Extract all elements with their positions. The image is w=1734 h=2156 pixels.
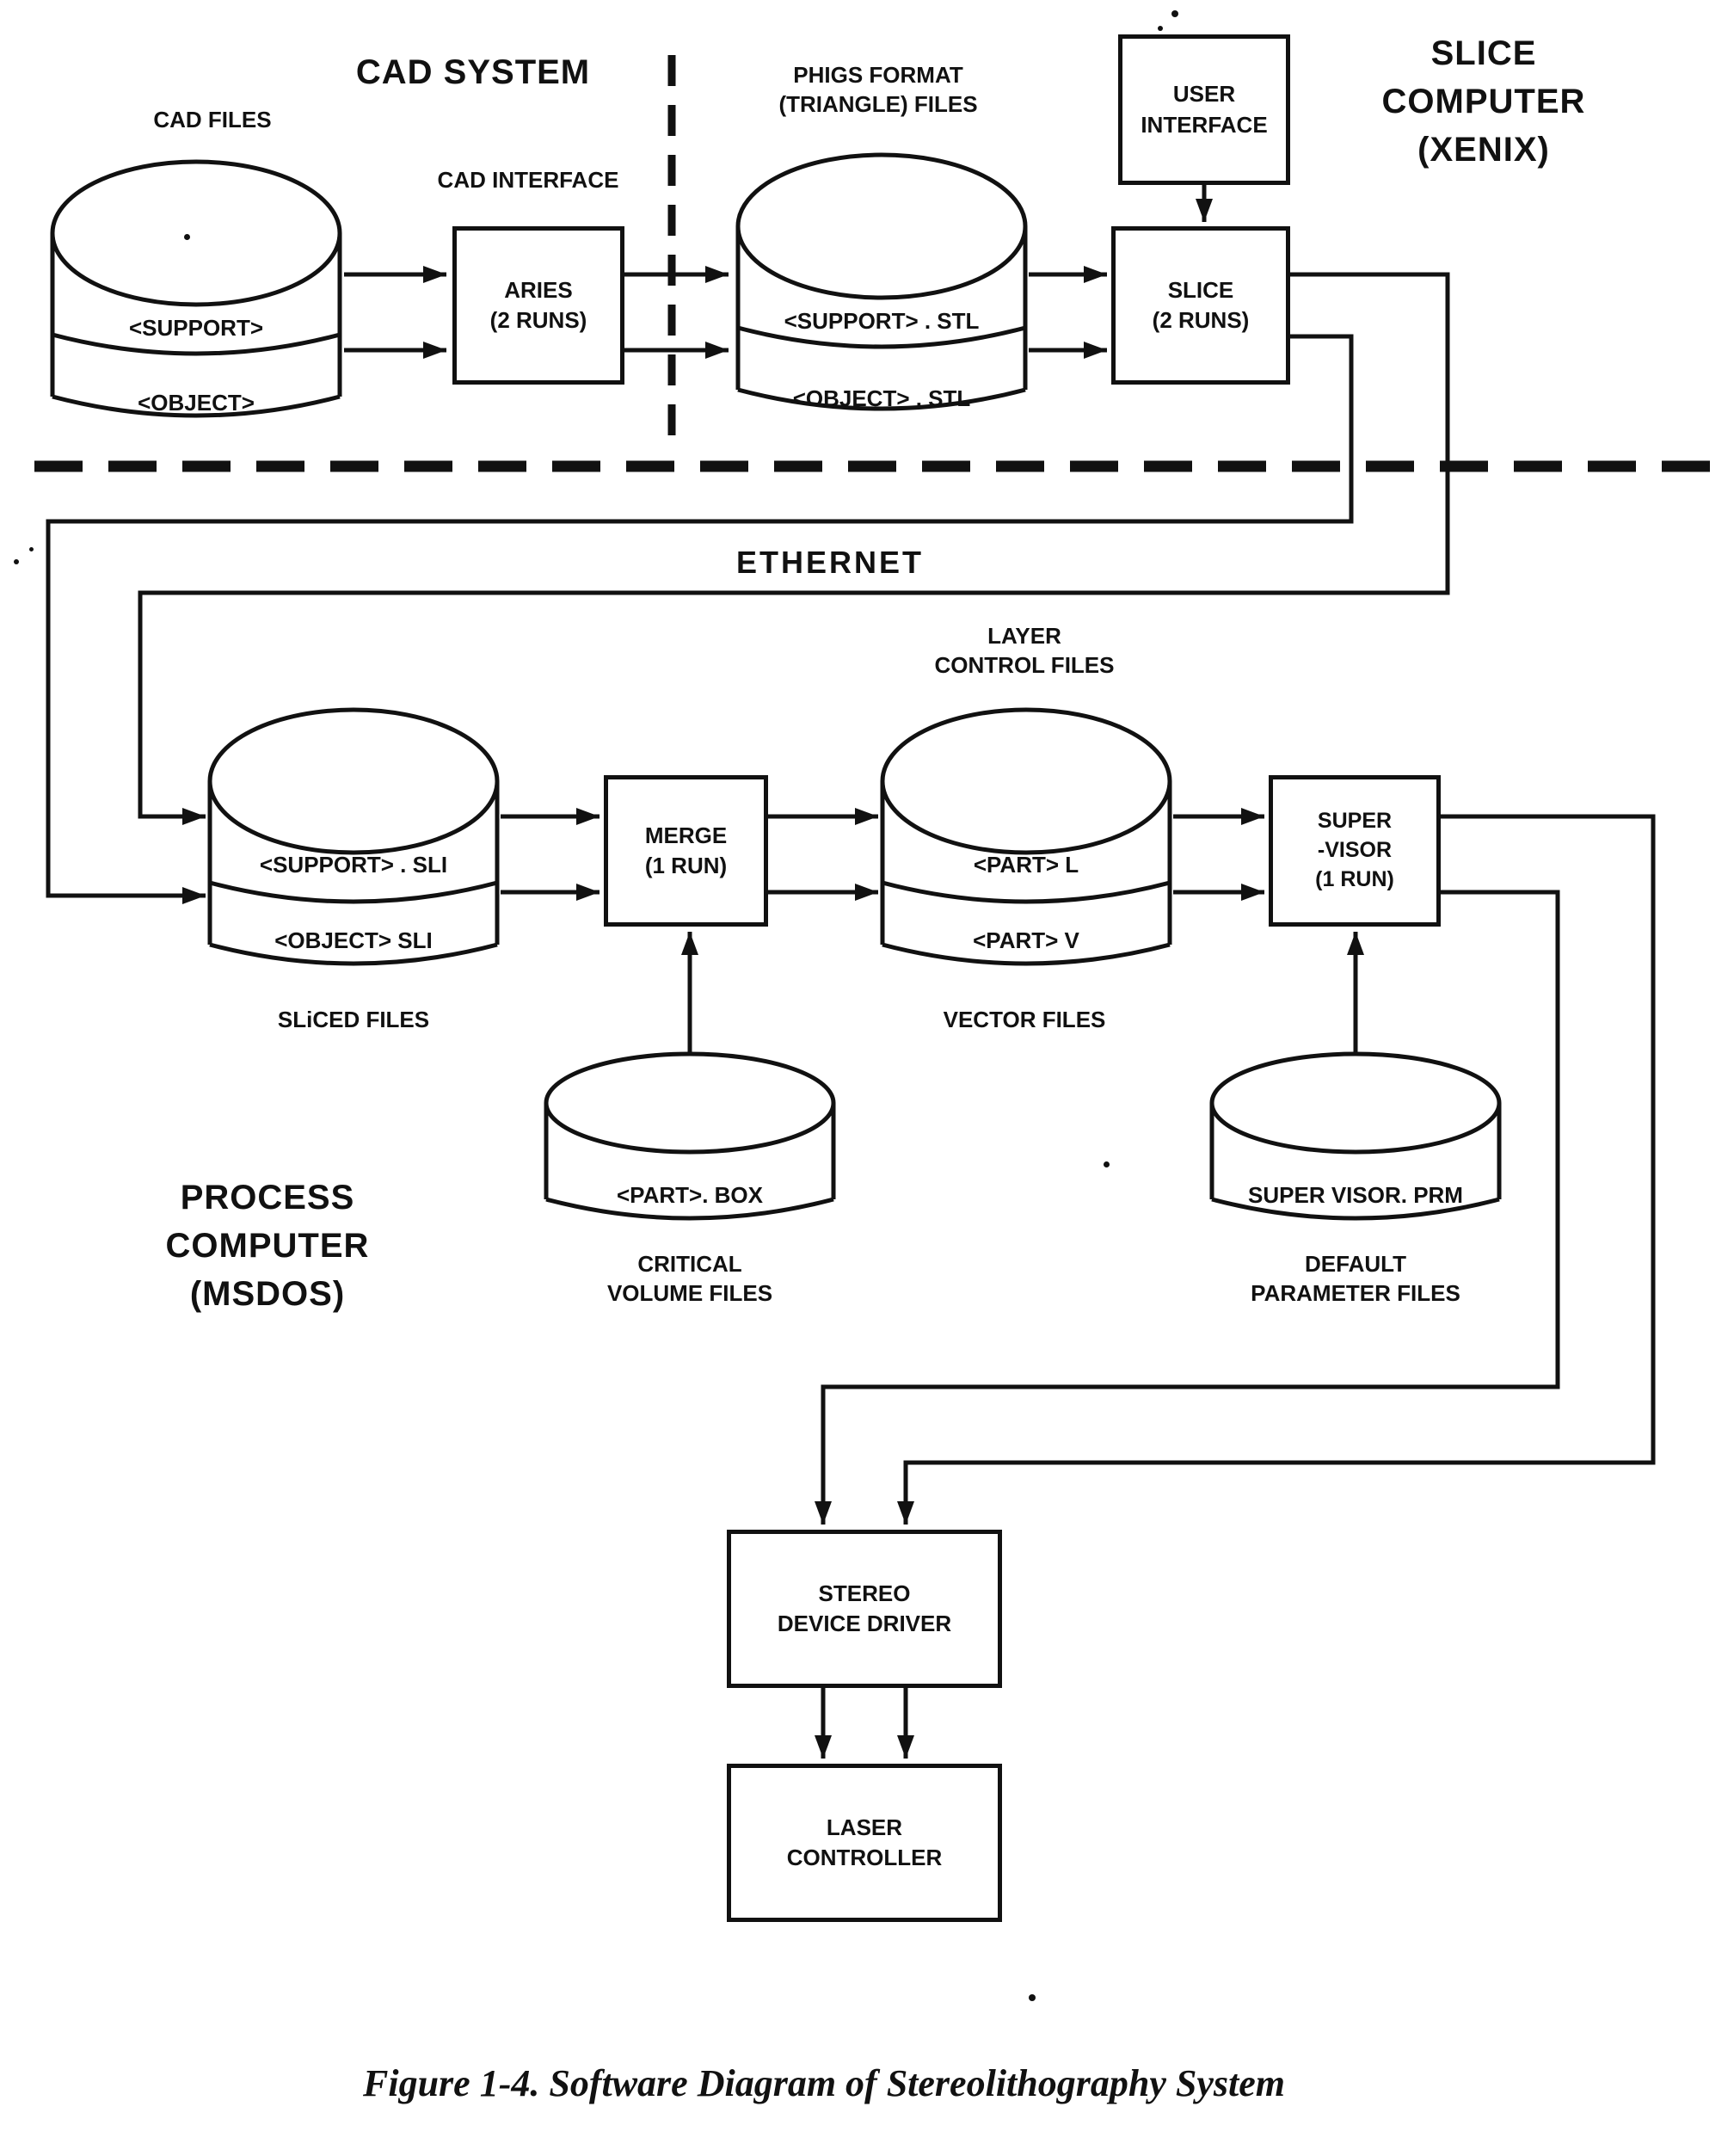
merge-box: MERGE (1 RUN) (604, 775, 768, 927)
scan-noise-dot (1029, 1994, 1036, 2001)
cad-files-label: CAD FILES (153, 107, 272, 132)
slice-box: SLICE (2 RUNS) (1111, 226, 1290, 385)
figure-caption: Figure 1-4. Software Diagram of Stereoli… (363, 2062, 1285, 2104)
cad-files-cylinder-shape (52, 162, 340, 416)
scan-noise-dot (29, 547, 34, 551)
part-cylinder-l-row: <PART> L (973, 852, 1079, 878)
sli-cylinder-support-row: <SUPPORT> . SLI (259, 852, 448, 878)
laser-controller-box: LASER CONTROLLER (727, 1764, 1002, 1922)
stl-cylinder-object-row: <OBJECT> . STL (792, 385, 971, 411)
supervisor-prm-cylinder-row: SUPER VISOR. PRM (1248, 1182, 1463, 1208)
ethernet-bus-lines (46, 272, 1450, 904)
scan-noise-dot (1158, 26, 1163, 31)
sliced-files-label: SLiCED FILES (277, 1007, 430, 1032)
supervisor-box: SUPER -VISOR (1 RUN) (1269, 775, 1441, 927)
scan-noise-dot (184, 234, 190, 240)
driver-routing-arrows (815, 814, 1656, 1759)
scan-noise-dot (1171, 10, 1178, 17)
system-boundary-lines (34, 55, 1713, 472)
sli-cylinder-object-row: <OBJECT> SLI (274, 927, 433, 953)
default-parameter-files-label: DEFAULT PARAMETER FILES (1251, 1251, 1460, 1307)
process-computer-title: PROCESS COMPUTER (MSDOS) (165, 1179, 370, 1313)
aries-box: ARIES (2 RUNS) (452, 226, 624, 385)
vector-files-label: VECTOR FILES (943, 1007, 1106, 1032)
cad-system-title: CAD SYSTEM (355, 53, 591, 91)
cad-cylinder-object-row: <OBJECT> (138, 390, 255, 416)
scan-noise-dot (14, 559, 19, 564)
part-cylinder-v-row: <PART> V (973, 927, 1079, 953)
user-interface-box: USER INTERFACE (1118, 34, 1290, 185)
phigs-format-label: PHIGS FORMAT (TRIANGLE) FILES (778, 62, 978, 118)
stl-files-cylinder-shape (738, 155, 1025, 409)
part-box-cylinder-row: <PART>. BOX (616, 1182, 763, 1208)
top-row-arrows (344, 185, 1213, 359)
cad-interface-label: CAD INTERFACE (437, 167, 619, 193)
critical-volume-files-label: CRITICAL VOLUME FILES (606, 1251, 773, 1307)
stereo-device-driver-box: STEREO DEVICE DRIVER (727, 1530, 1002, 1688)
ethernet-label: ETHERNET (735, 545, 924, 580)
stl-cylinder-support-row: <SUPPORT> . STL (784, 308, 980, 334)
layer-control-files-label: LAYER CONTROL FILES (934, 623, 1115, 679)
process-row-arrows (501, 808, 1364, 1053)
cad-cylinder-support-row: <SUPPORT> (128, 315, 264, 341)
slice-computer-title: SLICE COMPUTER (XENIX) (1381, 34, 1586, 169)
scan-noise-dot (1104, 1161, 1110, 1167)
